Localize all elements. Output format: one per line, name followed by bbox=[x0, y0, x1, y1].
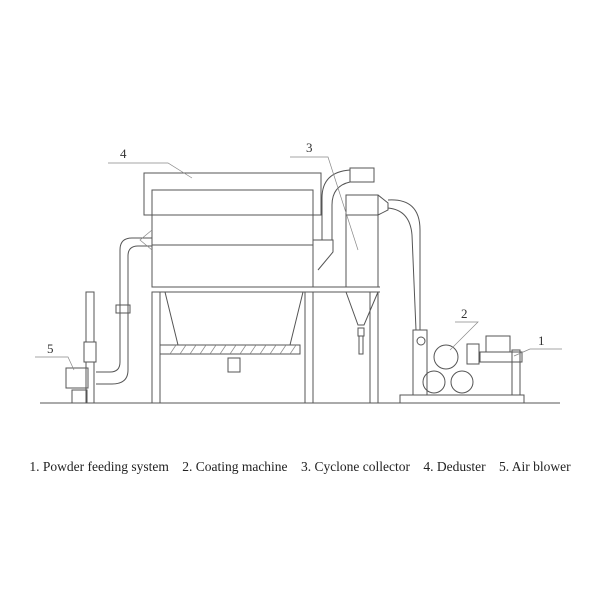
callout-label-1: 1 bbox=[538, 333, 545, 348]
cyclone-collector bbox=[321, 167, 421, 404]
callout-1: 1 bbox=[513, 333, 562, 357]
legend-item-4: 4. Deduster bbox=[423, 459, 486, 474]
callout-2: 2 bbox=[449, 306, 479, 351]
legend-item-3: 3. Cyclone collector bbox=[300, 459, 411, 474]
coating-machine bbox=[399, 329, 525, 404]
legend-caption: 1. Powder feeding system 2. Coating mach… bbox=[0, 459, 600, 475]
legend-item-5: 5. Air blower bbox=[499, 459, 571, 474]
callout-label-2: 2 bbox=[461, 306, 468, 321]
callout-label-4: 4 bbox=[120, 146, 127, 161]
legend-item-1: 1. Powder feeding system bbox=[29, 459, 169, 474]
callout-5: 5 bbox=[35, 341, 75, 371]
legend-item-2: 2. Coating machine bbox=[182, 459, 288, 474]
callout-label-3: 3 bbox=[306, 140, 313, 155]
air-blower bbox=[65, 229, 153, 404]
callout-4: 4 bbox=[108, 146, 193, 179]
callout-3: 3 bbox=[290, 140, 359, 251]
callout-label-5: 5 bbox=[47, 341, 54, 356]
deduster bbox=[143, 172, 380, 404]
